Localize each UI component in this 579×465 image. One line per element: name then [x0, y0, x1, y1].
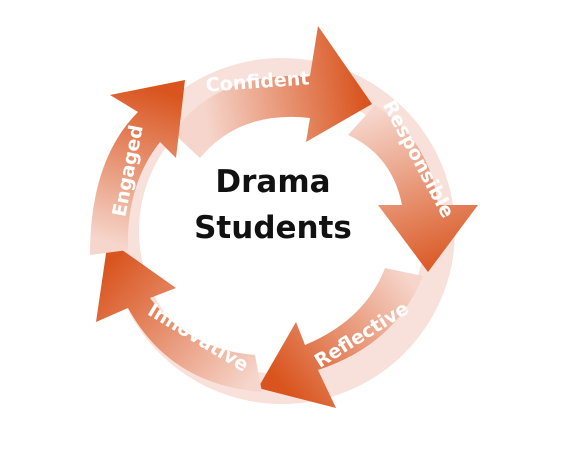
center-title-line1: Drama [215, 164, 330, 200]
arrow-engaged [90, 80, 185, 255]
arrow-responsible [348, 105, 478, 272]
arrow-reflective [258, 268, 423, 408]
center-title-line2: Students [194, 210, 352, 246]
arrow-confident [173, 26, 372, 158]
arrow-innovative [96, 240, 262, 392]
